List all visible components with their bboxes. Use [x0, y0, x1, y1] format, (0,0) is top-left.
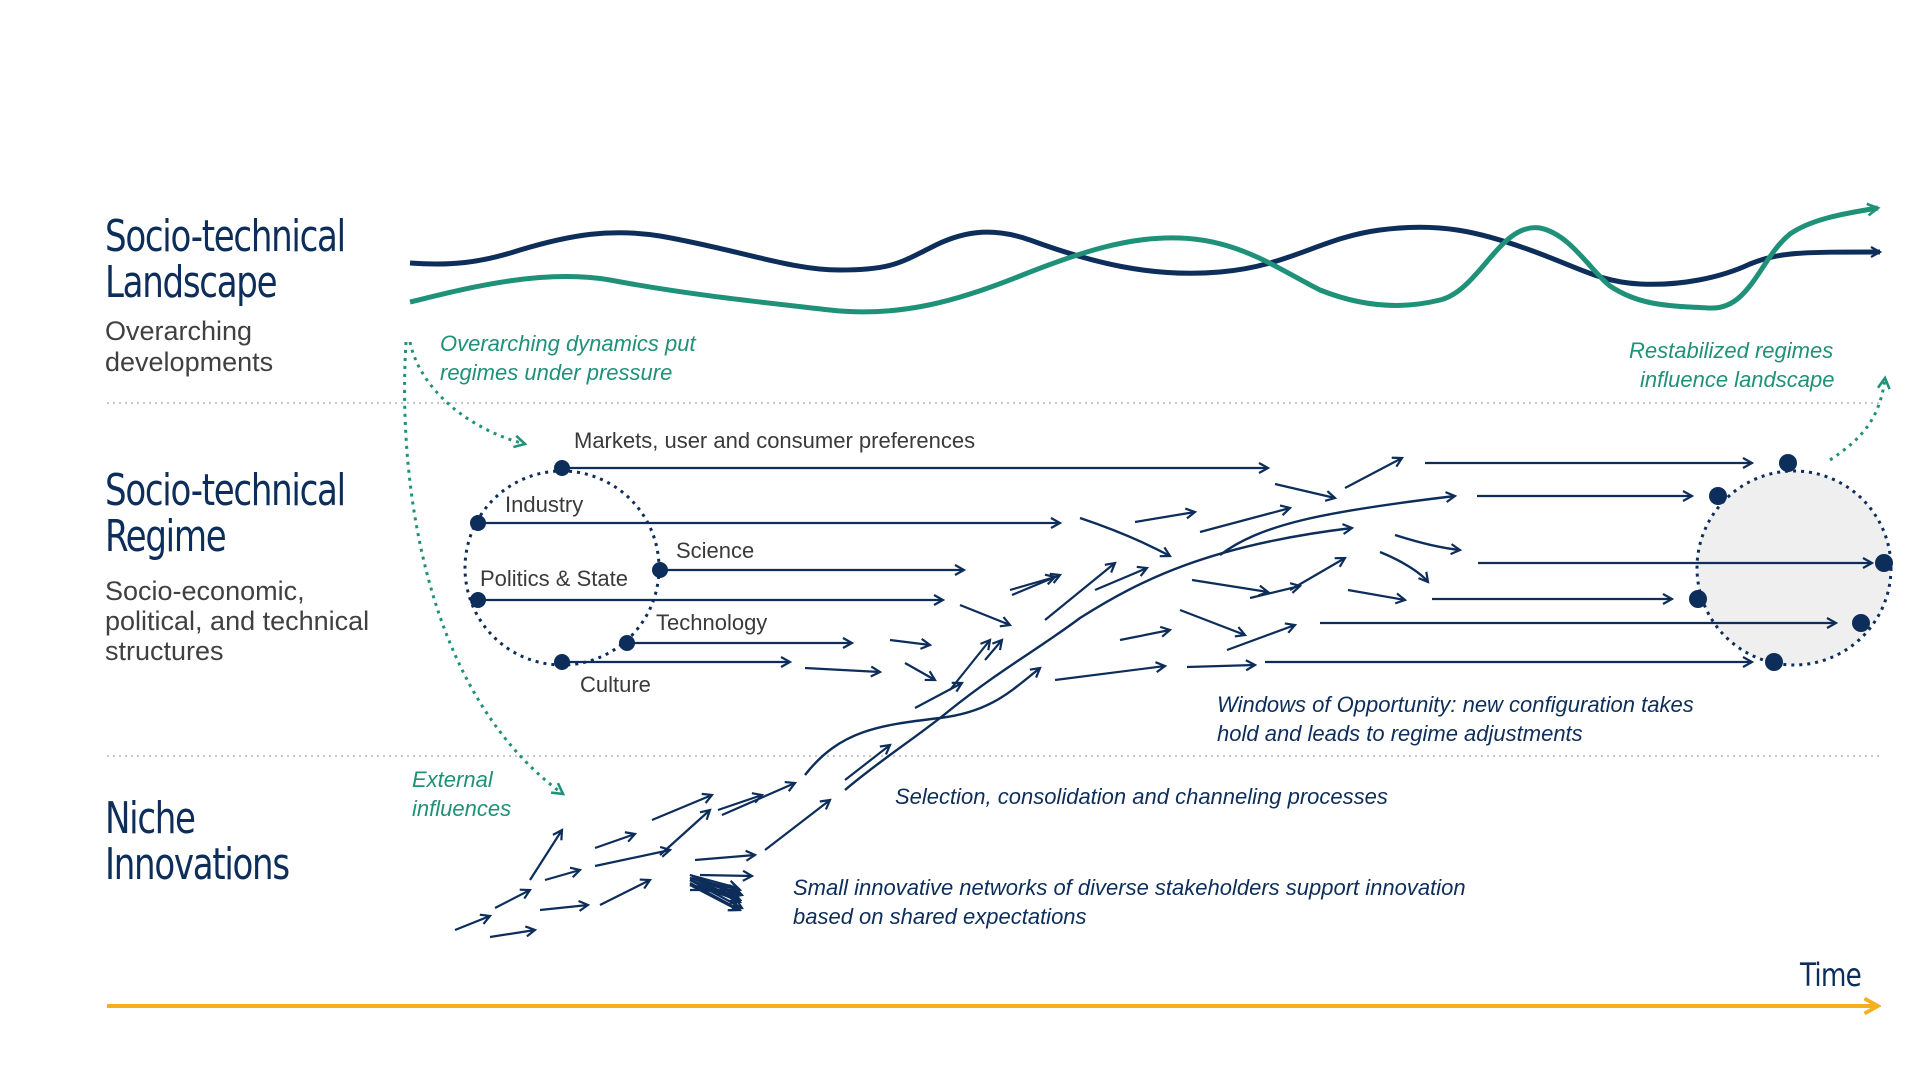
actor-label-politics: Politics & State [480, 566, 628, 591]
regime-title-line2: Regime [105, 511, 227, 562]
regime-circle-restabilized [1695, 469, 1893, 667]
pressure-arrow [408, 341, 525, 444]
annotation-pressure-line1: Overarching dynamics put [440, 331, 696, 356]
annotation-external-line1: External [412, 767, 493, 792]
regime-title-line1: Socio-technical [105, 465, 346, 516]
actor-label-culture: Culture [580, 672, 651, 697]
landscape-subtitle-line2: developments [105, 347, 274, 377]
short-arrows [454, 458, 1405, 939]
restabilized-arrow [1829, 378, 1885, 462]
niche-title-line2: Innovations [105, 839, 290, 890]
landscape-title-line1: Socio-technical [105, 211, 346, 262]
annotation-windows-line1: Windows of Opportunity: new configuratio… [1217, 692, 1694, 717]
annotation-networks-line1: Small innovative networks of diverse sta… [793, 875, 1466, 900]
annotation-restabilized-line1: Restabilized regimes [1629, 338, 1834, 363]
regime-actor-dots [470, 454, 1893, 671]
time-axis-label: Time [1800, 956, 1862, 994]
regime-subtitle-line1: Socio-economic, [105, 576, 305, 606]
annotation-restabilized-line2: influence landscape [1640, 367, 1835, 392]
annotation-pressure-line2: regimes under pressure [440, 360, 673, 385]
landscape-subtitle-line1: Overarching [105, 316, 253, 346]
annotation-external-line2: influences [412, 796, 512, 821]
landscape-wave-navy [409, 224, 1880, 287]
niche-title-line1: Niche [105, 793, 196, 844]
actor-label-science: Science [676, 538, 755, 563]
landscape-title-line2: Landscape [105, 257, 278, 308]
regime-subtitle-line2: political, and technical [105, 606, 370, 636]
annotation-windows-line2: hold and leads to regime adjustments [1217, 721, 1583, 746]
landscape-wave-green [409, 208, 1878, 315]
actor-label-industry: Industry [505, 492, 584, 517]
actor-label-markets: Markets, user and consumer preferences [574, 428, 976, 453]
innovation-trajectories [804, 496, 1460, 791]
annotation-networks-line2: based on shared expectations [793, 904, 1087, 929]
actor-label-technology: Technology [656, 610, 768, 635]
regime-subtitle-line3: structures [105, 636, 224, 666]
external-influence-arrow [403, 341, 563, 794]
regime-trajectories [478, 463, 1872, 662]
annotation-selection: Selection, consolidation and channeling … [895, 784, 1388, 809]
